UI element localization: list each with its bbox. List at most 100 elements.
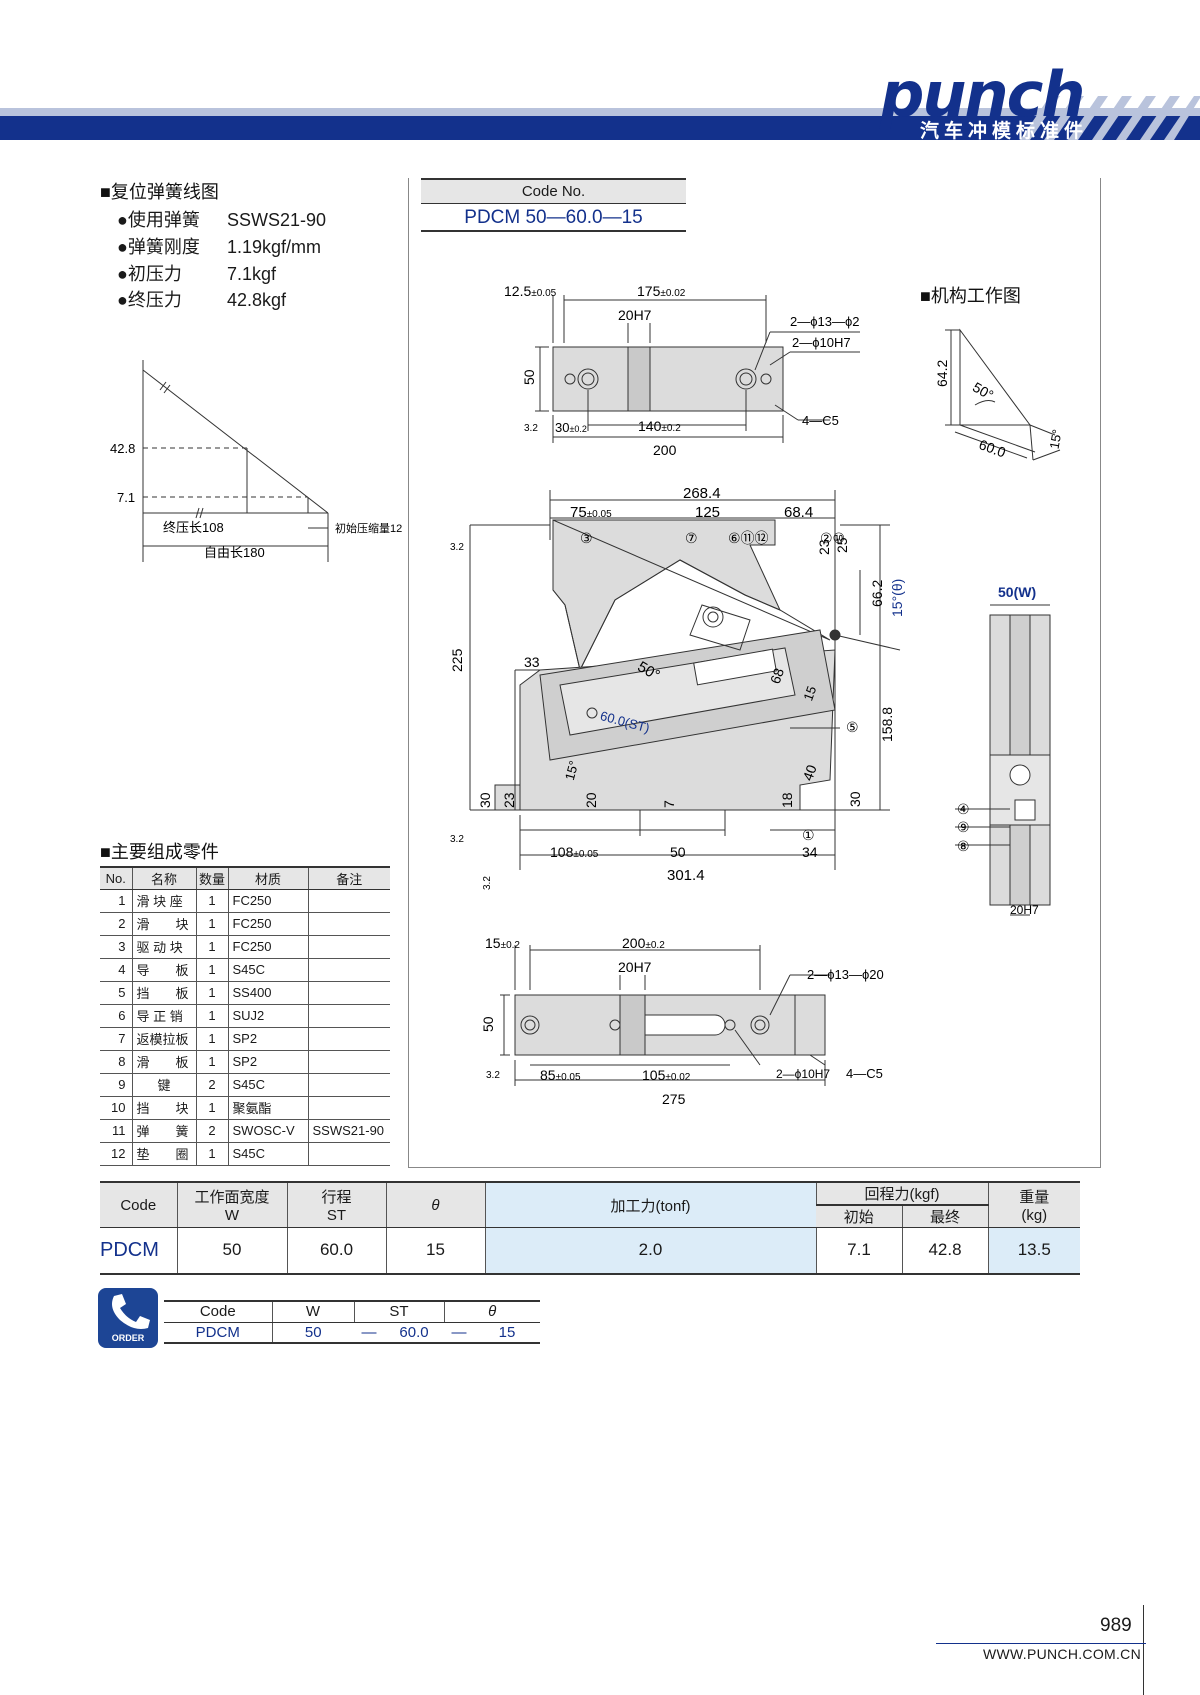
spring-diagram: 42.8 7.1 终压长108 初始压缩量12 自由长180 [110,360,402,562]
svg-text:3.2: 3.2 [482,876,493,890]
spring-y-low: 7.1 [117,490,135,505]
svg-text:200: 200 [653,442,677,458]
svg-text:23: 23 [816,539,832,555]
svg-text:18: 18 [779,792,795,808]
header-band-light [0,108,1200,116]
svg-text:34: 34 [802,844,818,860]
svg-text:30±0.2: 30±0.2 [555,420,587,435]
side-view-drawing: 50(W) ④ ⑨ ⑧ 20H7 [955,584,1051,917]
svg-text:④: ④ [957,801,970,817]
svg-text:20: 20 [583,792,599,808]
svg-text:301.4: 301.4 [667,867,705,884]
svg-text:105±0.02: 105±0.02 [642,1067,691,1083]
bottom-view-drawing: 15±0.2 200±0.2 20H7 2—ϕ13—ϕ20 50 3.2 85±… [480,935,884,1107]
svg-text:50: 50 [521,369,537,385]
svg-text:30: 30 [477,792,493,808]
svg-text:68.4: 68.4 [784,504,813,521]
svg-text:⑤: ⑤ [846,719,859,735]
work-diagram: 64.2 50° 60.0 15° [934,328,1065,461]
order-table: Code W ST θ PDCM 50 — 60.0 — 15 [164,1300,540,1344]
svg-text:268.4: 268.4 [683,485,721,502]
spring-final-len: 终压长108 [163,520,224,535]
svg-text:③: ③ [580,530,593,546]
svg-text:⑨: ⑨ [957,819,970,835]
header-stripes [1020,96,1200,140]
svg-text:12.5±0.05: 12.5±0.05 [504,283,557,299]
svg-text:15: 15 [800,684,819,703]
svg-text:3.2: 3.2 [524,423,538,434]
svg-text:⑦: ⑦ [685,530,698,546]
svg-text:2—ϕ10H7: 2—ϕ10H7 [776,1067,830,1081]
divider [408,178,409,1168]
mechanism-title: ■机构工作图 [920,286,1021,306]
svg-text:158.8: 158.8 [879,707,895,742]
svg-text:15°: 15° [1047,428,1065,450]
svg-text:175±0.02: 175±0.02 [637,283,686,299]
svg-text:20H7: 20H7 [618,307,652,323]
svg-text:75±0.05: 75±0.05 [570,504,612,521]
svg-text:3.2: 3.2 [486,1070,500,1081]
svg-text:20H7: 20H7 [618,959,652,975]
footer-rule [1143,1605,1144,1695]
footer-line [936,1643,1146,1644]
svg-text:108±0.05: 108±0.05 [550,844,599,860]
svg-text:4—C5: 4—C5 [846,1066,883,1081]
svg-text:15°(θ): 15°(θ) [889,579,905,617]
svg-text:①: ① [802,827,815,843]
divider [408,1167,1101,1168]
svg-text:20H7: 20H7 [1010,903,1039,917]
divider [1100,178,1101,1168]
spring-y-high: 42.8 [110,441,135,456]
svg-text:3.2: 3.2 [450,542,464,553]
svg-text:33: 33 [524,654,540,670]
spring-section-title: ■复位弹簧线图 [100,182,219,202]
svg-text:4—C5: 4—C5 [802,413,839,428]
svg-text:2—ϕ13—ϕ20: 2—ϕ13—ϕ20 [790,314,860,329]
svg-text:15±0.2: 15±0.2 [485,935,520,951]
svg-text:50(W): 50(W) [998,584,1036,600]
svg-text:140±0.2: 140±0.2 [638,418,681,434]
svg-text:68: 68 [767,666,787,686]
svg-text:50: 50 [480,1016,496,1032]
header-band-dark [0,116,1200,140]
svg-text:2—ϕ13—ϕ20: 2—ϕ13—ϕ20 [807,967,884,982]
svg-text:3.2: 3.2 [450,834,464,845]
page-number: 989 [1100,1615,1132,1636]
spring-free-len: 自由长180 [204,545,265,560]
svg-text:30: 30 [847,791,863,807]
svg-text:66.2: 66.2 [869,580,885,607]
svg-text:40: 40 [799,762,819,782]
footer-url: WWW.PUNCH.COM.CN [983,1646,1141,1662]
svg-text:⑧: ⑧ [957,838,970,854]
svg-text:60.0: 60.0 [977,436,1008,460]
front-view-drawing: 268.4 75±0.05 125 68.4 ③ ⑦ ⑥⑪⑫ ②⑩ 225 33… [449,485,905,890]
svg-text:225: 225 [449,648,465,672]
svg-text:200±0.2: 200±0.2 [622,935,665,951]
order-icon: ORDER [98,1288,158,1348]
brand-logo: punch [880,58,1086,131]
svg-text:15°: 15° [562,759,582,782]
svg-text:②⑩: ②⑩ [820,530,845,546]
svg-text:23: 23 [501,792,517,808]
svg-text:7: 7 [661,800,677,808]
svg-text:275: 275 [662,1091,686,1107]
code-box: Code No. PDCM 50—60.0—15 [421,178,686,232]
svg-text:85±0.05: 85±0.05 [540,1067,581,1083]
svg-text:50: 50 [670,844,686,860]
